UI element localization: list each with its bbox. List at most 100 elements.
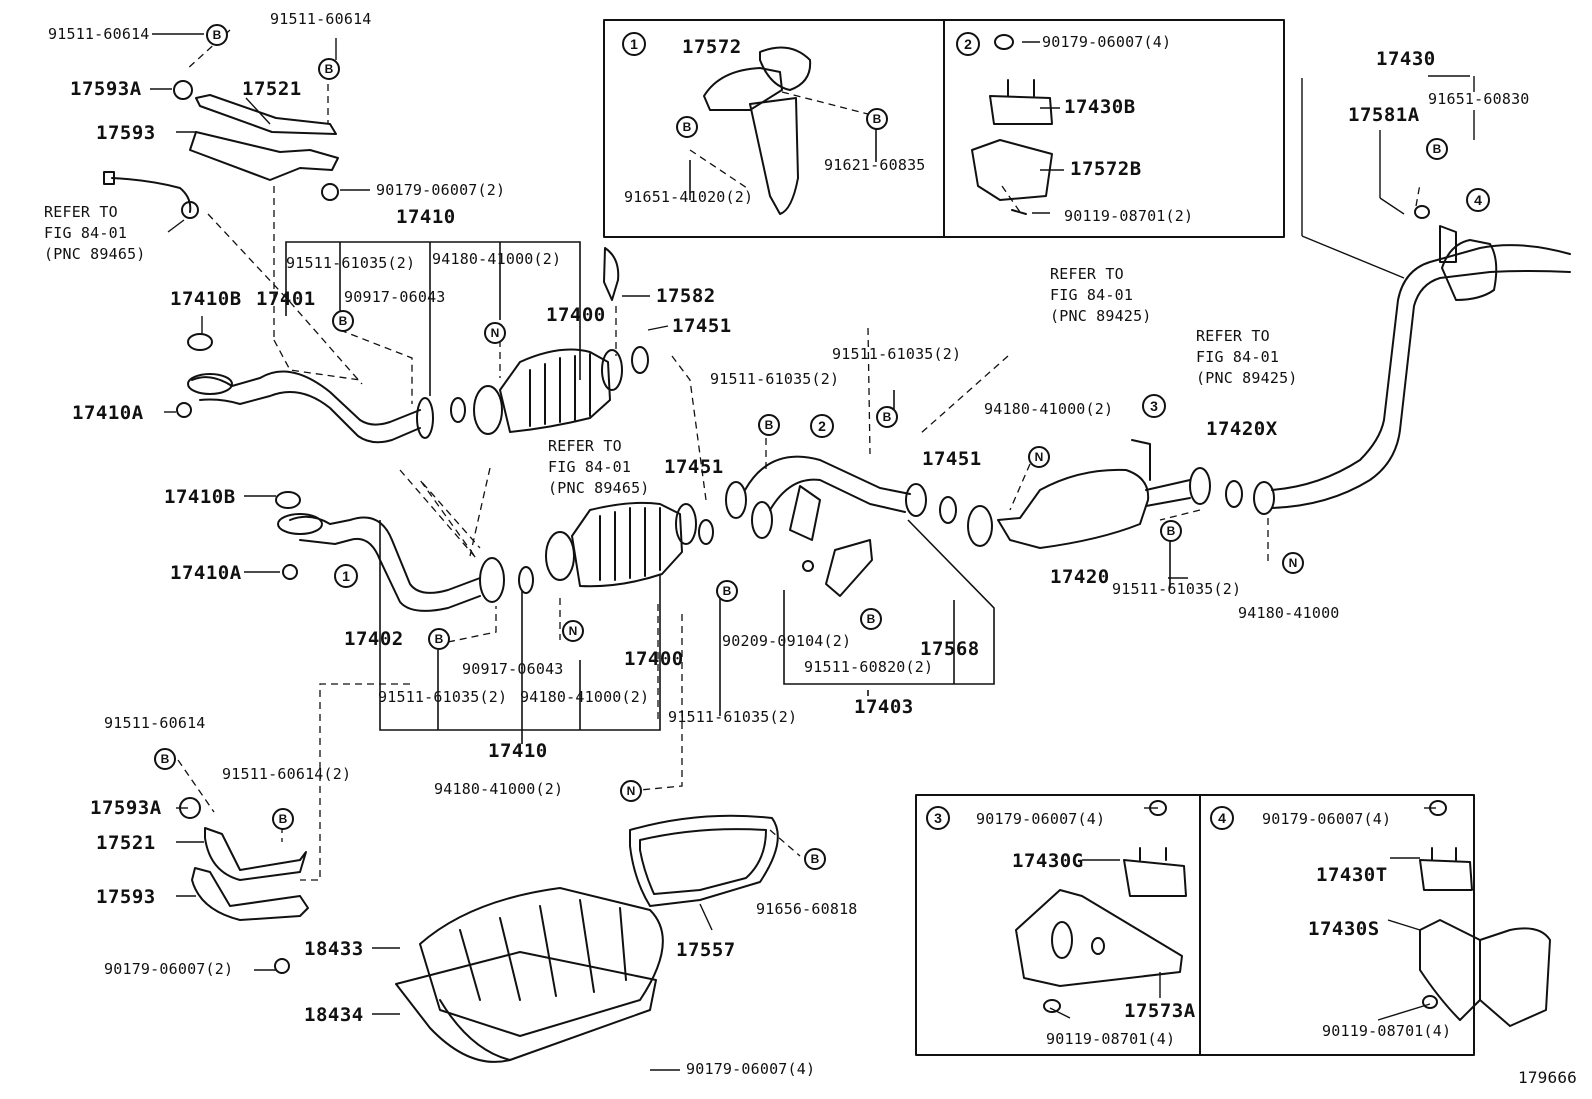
callout-1-location: 1: [334, 564, 358, 588]
bolt-symbol: B: [272, 808, 294, 830]
callout-4-location: 4: [1466, 188, 1490, 212]
hardware-91511-61035-f: 91511-61035(2): [1112, 580, 1242, 598]
part-17430: 17430: [1376, 48, 1436, 70]
hardware-94180-41000-b: 94180-41000(2): [520, 688, 650, 706]
hardware-91511-61035-c: 91511-61035(2): [668, 708, 798, 726]
part-17557: 17557: [676, 939, 736, 961]
heat-insulator-17593-shape: [189, 131, 339, 181]
part-17521-bottom: 17521: [96, 832, 156, 854]
bolt-symbol: B: [860, 608, 882, 630]
part-17593-bottom: 17593: [96, 886, 156, 908]
heat-insulator-17521-shape: [195, 94, 337, 135]
part-17410-top: 17410: [396, 206, 456, 228]
part-17410B-mid: 17410B: [164, 486, 236, 508]
part-17401: 17401: [256, 288, 316, 310]
hardware-90179-06007-a: 90179-06007(2): [376, 181, 506, 199]
part-17403: 17403: [854, 696, 914, 718]
hardware-91511-60820: 91511-60820(2): [804, 658, 934, 676]
part-17572: 17572: [682, 36, 742, 58]
hardware-91511-61035-b: 91511-61035(2): [378, 688, 508, 706]
hardware-94180-41000-e: 94180-41000: [1238, 604, 1340, 622]
callout-3-location: 3: [1142, 394, 1166, 418]
hardware-90179-06007-f: 90179-06007(4): [1262, 810, 1392, 828]
bolt-symbol: B: [804, 848, 826, 870]
hardware-90119-08701-b: 90119-08701(4): [1046, 1030, 1176, 1048]
hardware-90917-06043-a: 90917-06043: [344, 288, 446, 306]
part-17430S: 17430S: [1308, 918, 1380, 940]
part-17402: 17402: [344, 628, 404, 650]
part-17582: 17582: [656, 285, 716, 307]
nut-symbol: N: [484, 322, 506, 344]
bolt-symbol: B: [206, 24, 228, 46]
callout-4-detail: 4: [1210, 806, 1234, 830]
detail-box-3-4: [915, 794, 1475, 1056]
part-17410A-mid: 17410A: [170, 562, 242, 584]
hardware-90179-06007-d: 90179-06007(4): [1042, 33, 1172, 51]
part-17430G: 17430G: [1012, 850, 1084, 872]
part-18434: 18434: [304, 1004, 364, 1026]
part-17568: 17568: [920, 638, 980, 660]
callout-3-detail: 3: [926, 806, 950, 830]
part-17430T: 17430T: [1316, 864, 1388, 886]
part-17451-b: 17451: [664, 456, 724, 478]
hardware-90179-06007-e: 90179-06007(4): [976, 810, 1106, 828]
part-17400-bottom: 17400: [624, 648, 684, 670]
part-17451-c: 17451: [922, 448, 982, 470]
hardware-91511-61035-e: 91511-61035(2): [832, 345, 962, 363]
bolt-symbol: B: [1426, 138, 1448, 160]
hardware-90179-06007-b: 90179-06007(2): [104, 960, 234, 978]
bolt-symbol: B: [428, 628, 450, 650]
hardware-91511-61035-d: 91511-61035(2): [710, 370, 840, 388]
hardware-94180-41000-a: 94180-41000(2): [432, 250, 562, 268]
hardware-90179-06007-c: 90179-06007(4): [686, 1060, 816, 1078]
hardware-91511-60614-a: 91511-60614: [48, 25, 150, 43]
bolt-symbol: B: [318, 58, 340, 80]
bolt-symbol: B: [758, 414, 780, 436]
callout-1-detail: 1: [622, 32, 646, 56]
bolt-symbol: B: [876, 406, 898, 428]
part-18433: 18433: [304, 938, 364, 960]
bolt-symbol: B: [1160, 520, 1182, 542]
bolt-symbol: B: [716, 580, 738, 602]
hardware-90917-06043-b: 90917-06043: [462, 660, 564, 678]
hardware-94180-41000-c: 94180-41000(2): [434, 780, 564, 798]
callout-2-location: 2: [810, 414, 834, 438]
hardware-91621-60835: 91621-60835: [824, 156, 926, 174]
part-17420: 17420: [1050, 566, 1110, 588]
part-17420X: 17420X: [1206, 418, 1278, 440]
hardware-90119-08701-c: 90119-08701(4): [1322, 1022, 1452, 1040]
hardware-91656-60818: 91656-60818: [756, 900, 858, 918]
bolt-symbol: B: [332, 310, 354, 332]
part-17593-top: 17593: [96, 122, 156, 144]
nut-symbol: N: [1282, 552, 1304, 574]
bolt-symbol: B: [676, 116, 698, 138]
part-17430B: 17430B: [1064, 96, 1136, 118]
hardware-91511-60614-d: 91511-60614(2): [222, 765, 352, 783]
part-17410B-top: 17410B: [170, 288, 242, 310]
bolt-symbol: B: [866, 108, 888, 130]
nut-symbol: N: [562, 620, 584, 642]
bolt-symbol: B: [154, 748, 176, 770]
hardware-91651-60830: 91651-60830: [1428, 90, 1530, 108]
hardware-90119-08701-a: 90119-08701(2): [1064, 207, 1194, 225]
hardware-91651-41020: 91651-41020(2): [624, 188, 754, 206]
hardware-91511-61035-a: 91511-61035(2): [286, 254, 416, 272]
callout-2-detail: 2: [956, 32, 980, 56]
part-17410A-top: 17410A: [72, 402, 144, 424]
part-17572B: 17572B: [1070, 158, 1142, 180]
part-17581A: 17581A: [1348, 104, 1420, 126]
part-17593A-top: 17593A: [70, 78, 142, 100]
figure-number: 179666: [1518, 1068, 1577, 1087]
nut-symbol: N: [620, 780, 642, 802]
part-17410-bottom: 17410: [488, 740, 548, 762]
hardware-91511-60614-b: 91511-60614: [270, 10, 372, 28]
part-17573A: 17573A: [1124, 1000, 1196, 1022]
part-17593A-bottom: 17593A: [90, 797, 162, 819]
hardware-90209-09104: 90209-09104(2): [722, 632, 852, 650]
part-17521-top: 17521: [242, 78, 302, 100]
